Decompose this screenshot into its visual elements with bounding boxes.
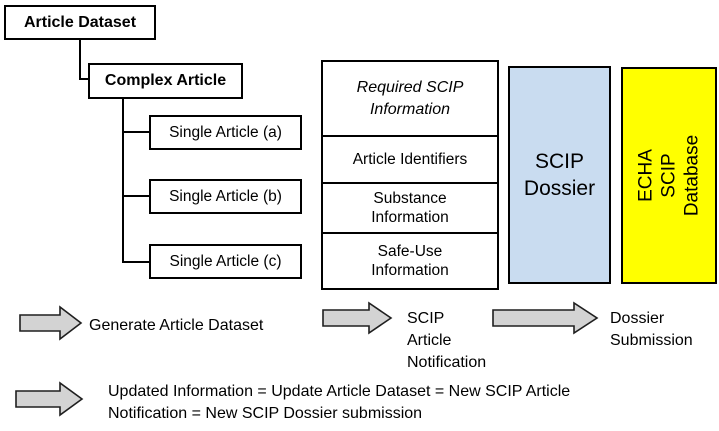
- article-dataset-box: Article Dataset: [4, 5, 156, 40]
- single-article-c-box: Single Article (c): [149, 244, 302, 279]
- complex-article-box: Complex Article: [88, 63, 243, 99]
- scip-info-table: Required SCIP Information Article Identi…: [321, 60, 499, 290]
- complex-article-label: Complex Article: [104, 72, 227, 89]
- single-article-b-label: Single Article (b): [169, 187, 282, 205]
- generate-arrow-icon: [19, 305, 83, 341]
- connector-root-vertical: [79, 40, 81, 80]
- scip-dossier-label: SCIP Dossier: [523, 150, 596, 200]
- scip-info-header: Required SCIP Information: [356, 78, 464, 118]
- row-article-identifiers: Article Identifiers: [323, 135, 497, 182]
- article-dataset-label: Article Dataset: [23, 13, 137, 31]
- generate-article-dataset-label: Generate Article Dataset: [89, 317, 264, 334]
- connector-branch-a: [122, 131, 149, 133]
- echa-scip-database-label: ECHA SCIP Database: [635, 134, 703, 217]
- notification-arrow-icon: [322, 301, 393, 335]
- echa-scip-database-box: ECHA SCIP Database: [621, 67, 717, 284]
- row-safe-use-information: Safe-Use Information: [323, 232, 497, 288]
- row-substance-information: Substance Information: [323, 182, 497, 232]
- update-arrow-icon: [15, 381, 84, 417]
- connector-root-elbow: [79, 78, 89, 80]
- dossier-submission-label: Dossier Submission: [610, 310, 693, 349]
- update-note-text: Updated Information = Update Article Dat…: [108, 383, 571, 422]
- scip-dossier-box: SCIP Dossier: [508, 66, 611, 284]
- single-article-c-label: Single Article (c): [169, 252, 282, 270]
- single-article-b-box: Single Article (b): [149, 179, 302, 214]
- single-article-a-label: Single Article (a): [169, 123, 282, 141]
- submission-arrow-icon: [492, 301, 599, 335]
- connector-branch-c: [122, 261, 149, 263]
- single-article-a-box: Single Article (a): [149, 115, 302, 150]
- scip-article-notification-label: SCIP Article Notification: [407, 310, 487, 371]
- connector-branch-b: [122, 195, 149, 197]
- connector-branch-vertical: [122, 99, 124, 263]
